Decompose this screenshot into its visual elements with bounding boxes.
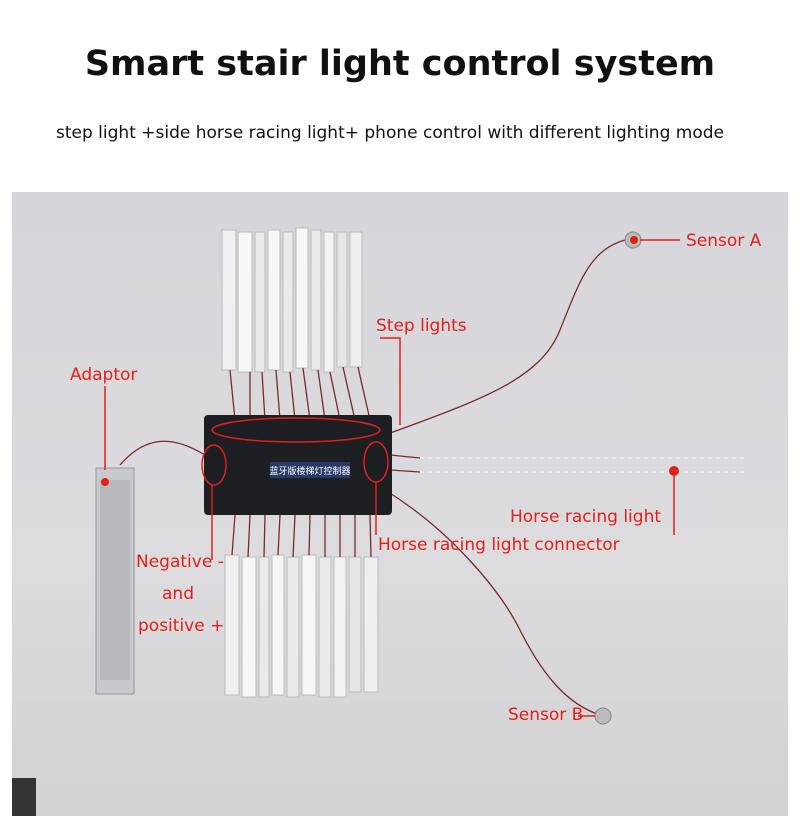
wires bbox=[119, 239, 626, 716]
label-step-lights: Step lights bbox=[376, 316, 467, 336]
controller-label: 蓝牙版楼梯灯控制器 bbox=[269, 465, 350, 477]
annotation-marks bbox=[104, 239, 680, 717]
product-illustration: 蓝牙版楼梯灯控制器 bbox=[12, 227, 745, 816]
label-sensor-a: Sensor A bbox=[686, 231, 762, 251]
label-sensor-b: Sensor B bbox=[508, 705, 584, 725]
page-title: Smart stair light control system bbox=[84, 44, 716, 84]
horse-racing-strips bbox=[420, 457, 745, 473]
page-subtitle: step light +side horse racing light+ pho… bbox=[56, 123, 724, 143]
bottom-step-lights bbox=[224, 554, 379, 698]
top-step-lights bbox=[221, 227, 363, 373]
label-negative: Negative - bbox=[136, 552, 224, 572]
label-positive: positive + bbox=[138, 616, 225, 636]
product-photo: 蓝牙版楼梯灯控制器 bbox=[12, 192, 788, 816]
label-and: and bbox=[162, 584, 194, 604]
label-horse-connector: Horse racing light connector bbox=[378, 535, 620, 555]
label-horse-racing-light: Horse racing light bbox=[510, 507, 662, 527]
sensor-b-device bbox=[594, 707, 612, 725]
label-adaptor: Adaptor bbox=[70, 365, 138, 385]
